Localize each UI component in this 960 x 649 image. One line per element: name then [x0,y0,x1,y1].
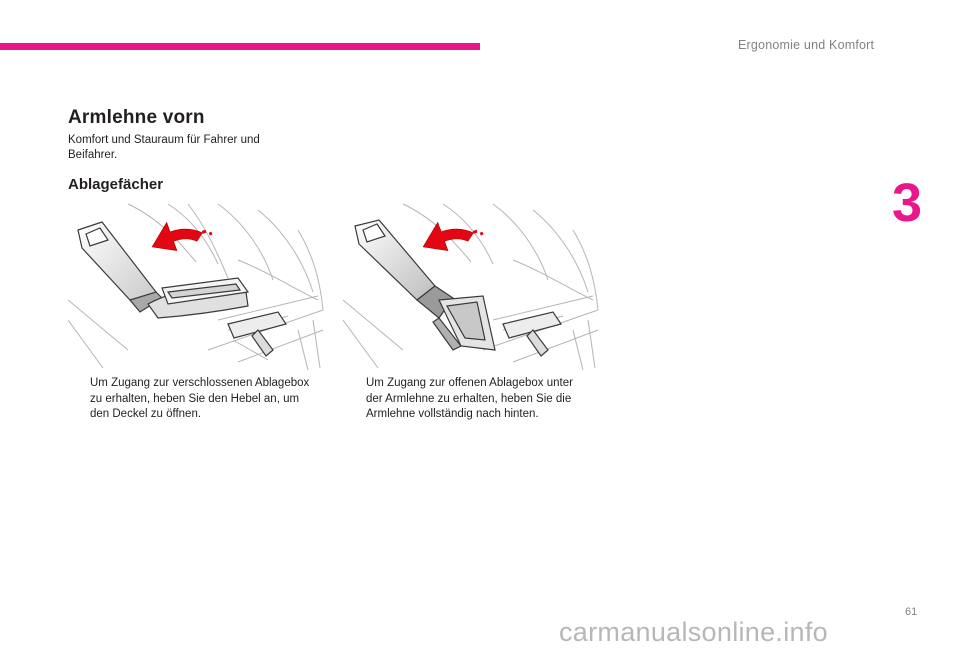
page-number: 61 [905,606,918,618]
header-accent-bar [0,43,480,50]
intro-text: Komfort und Stauraum für Fahrer und Beif… [68,134,260,161]
instruction-text: Um Zugang zur verschlossenen Ablagebox z… [90,377,310,420]
watermark: carmanualsonline.info [559,617,828,647]
section-title: Ablagefächer [68,176,164,193]
instruction-text: Um Zugang zur offenen Ablagebox unter de… [366,377,573,420]
armrest-lid-open-illustration [68,200,326,372]
page-title: Armlehne vorn [68,107,205,128]
instruction-item: Um Zugang zur offenen Ablagebox unter de… [346,376,591,423]
chapter-number: 3 [892,173,923,233]
armrest-raised-illustration [343,200,601,372]
instruction-item: Um Zugang zur verschlossenen Ablagebox z… [70,376,315,423]
section-header-title: Ergonomie und Komfort [738,38,875,52]
